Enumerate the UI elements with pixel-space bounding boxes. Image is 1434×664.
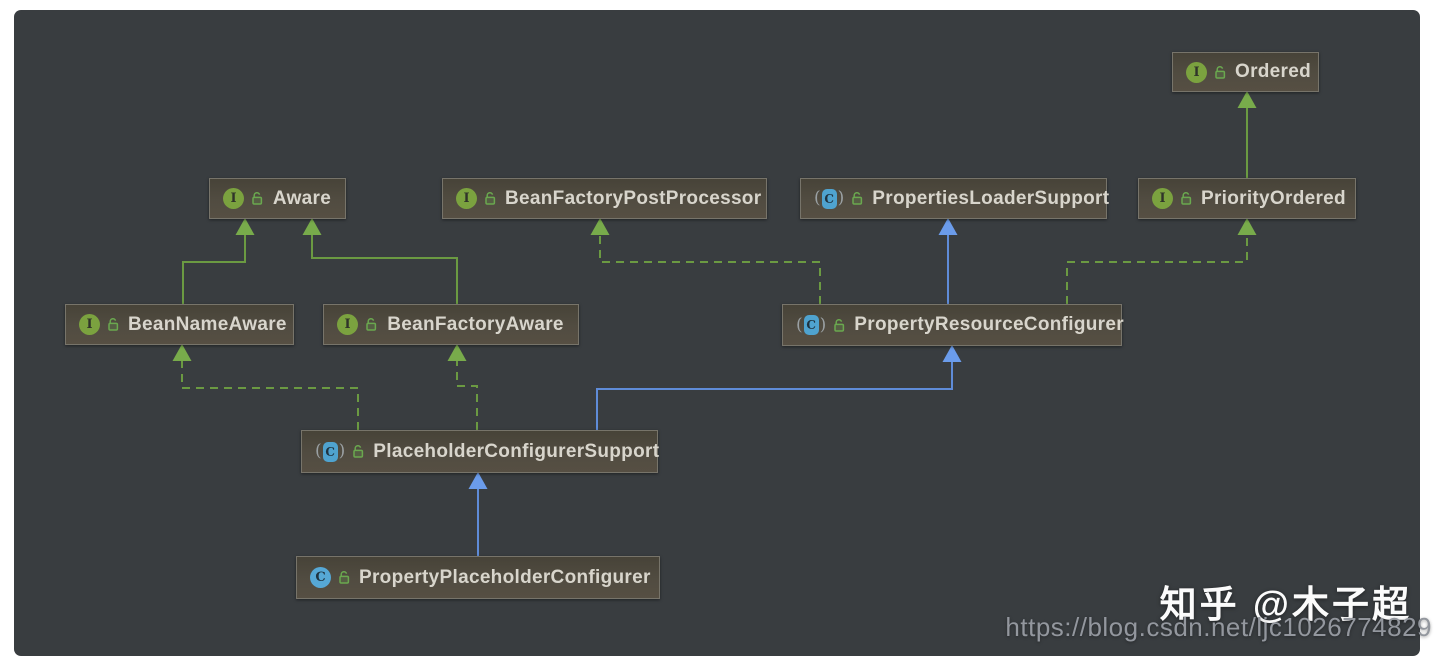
zhihu-watermark: 知乎 @木子超: [1159, 584, 1412, 625]
unlock-icon: [366, 318, 377, 331]
interface-icon: I: [1186, 61, 1207, 83]
unlock-icon: [1181, 192, 1192, 205]
unlock-icon: [339, 571, 350, 584]
class-node-property-resource-configurer[interactable]: (C) PropertyResourceConfigurer: [782, 304, 1124, 346]
class-node-bean-factory-post-processor[interactable]: I BeanFactoryPostProcessor: [442, 178, 767, 219]
class-name-label: PriorityOrdered: [1201, 187, 1346, 209]
class-name-label: Aware: [272, 187, 332, 209]
class-node-ordered[interactable]: I Ordered: [1172, 52, 1319, 92]
unlock-icon: [252, 192, 263, 205]
unlock-icon: [1215, 65, 1226, 79]
unlock-icon: [353, 445, 364, 458]
class-name-label: Ordered: [1235, 61, 1312, 82]
unlock-icon: [852, 192, 863, 205]
class-node-bean-name-aware[interactable]: I BeanNameAware: [65, 304, 294, 345]
class-icon: C: [310, 567, 331, 588]
abstract-class-icon: (C): [796, 314, 827, 335]
class-node-properties-loader-support[interactable]: (C) PropertiesLoaderSupport: [800, 178, 1110, 219]
abstract-class-icon: (C): [814, 188, 845, 209]
class-name-label: BeanFactoryPostProcessor: [505, 187, 762, 209]
unlock-icon: [108, 318, 119, 331]
class-node-priority-ordered[interactable]: I PriorityOrdered: [1138, 178, 1356, 219]
class-name-label: PropertyPlaceholderConfigurer: [359, 566, 651, 588]
interface-icon: I: [223, 188, 244, 209]
class-name-label: PropertyResourceConfigurer: [854, 314, 1124, 335]
class-node-bean-factory-aware[interactable]: I BeanFactoryAware: [323, 304, 579, 345]
class-node-aware[interactable]: I Aware: [209, 178, 346, 219]
interface-icon: I: [79, 314, 100, 335]
class-name-label: PlaceholderConfigurerSupport: [373, 440, 660, 462]
unlock-icon: [485, 192, 496, 205]
class-name-label: PropertiesLoaderSupport: [872, 187, 1110, 209]
class-node-property-placeholder-configurer[interactable]: C PropertyPlaceholderConfigurer: [296, 556, 660, 599]
interface-icon: I: [1152, 188, 1173, 209]
class-name-label: BeanNameAware: [128, 313, 287, 335]
class-name-label: BeanFactoryAware: [387, 313, 564, 335]
class-node-placeholder-configurer-support[interactable]: (C) PlaceholderConfigurerSupport: [301, 430, 660, 473]
interface-icon: I: [337, 314, 358, 335]
unlock-icon: [834, 318, 845, 332]
abstract-class-icon: (C): [315, 441, 346, 462]
csdn-watermark: https://blog.csdn.net/ljc1026774829: [1005, 612, 1432, 642]
interface-icon: I: [456, 188, 477, 209]
